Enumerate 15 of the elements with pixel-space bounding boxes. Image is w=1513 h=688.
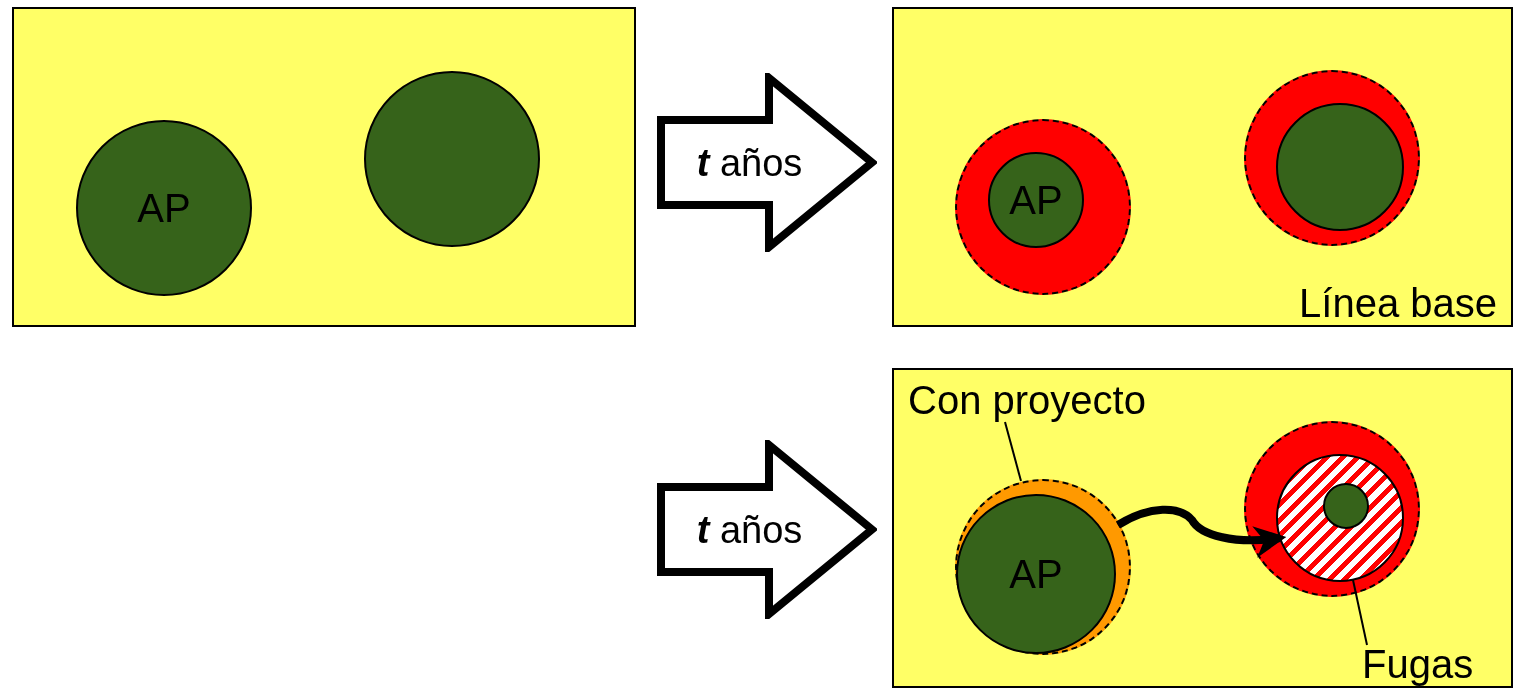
scene-panel xyxy=(892,368,1513,688)
scene-panel xyxy=(12,7,636,327)
area-circle: AP xyxy=(76,120,252,296)
scene-panel xyxy=(892,7,1513,327)
leader-line xyxy=(1352,579,1368,646)
leader-line xyxy=(1004,421,1022,482)
area-circle xyxy=(1323,483,1369,529)
arrow-label: t años xyxy=(695,141,804,185)
callout-text: Con proyecto xyxy=(908,378,1198,422)
area-circle: AP xyxy=(988,152,1084,248)
panel-label: Línea base xyxy=(1299,281,1497,325)
callout-text: Fugas xyxy=(1362,642,1502,686)
area-circle: AP xyxy=(956,494,1116,654)
arrow-label: t años xyxy=(695,508,804,552)
arrow xyxy=(1116,505,1287,558)
